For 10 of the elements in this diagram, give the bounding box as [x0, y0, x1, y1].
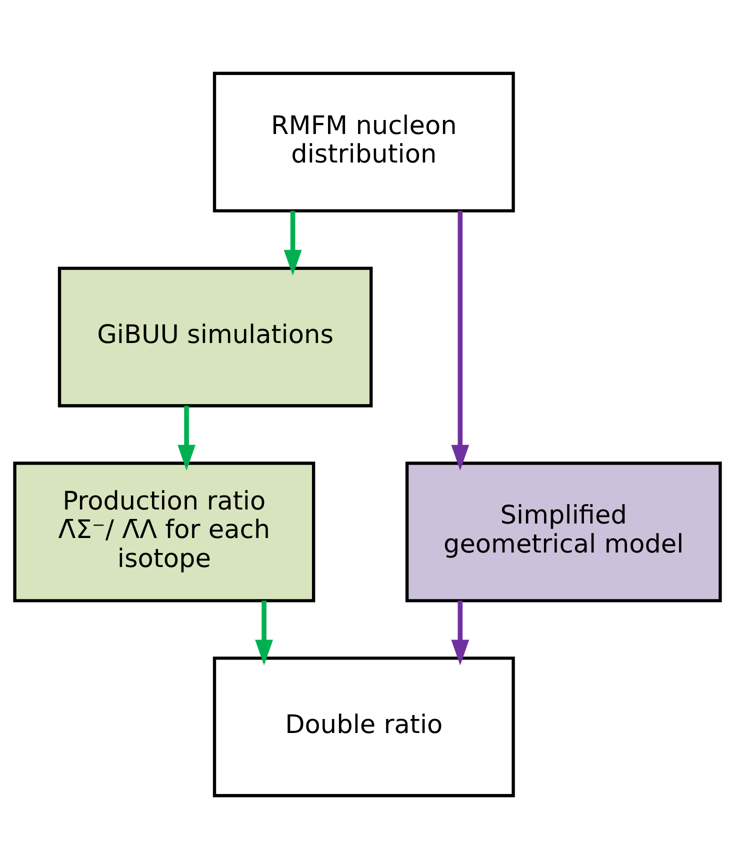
node-box: Simplified geometrical model [405, 461, 722, 602]
arrow [255, 600, 274, 665]
node-box: Production ratio Λ̄Σ⁻/ Λ̄Λ for each isotope [13, 461, 316, 602]
node-box: Double ratio [212, 656, 515, 797]
node-box: RMFM nucleon distribution [212, 71, 515, 212]
arrow [451, 210, 470, 470]
arrow [284, 210, 302, 276]
arrow [178, 405, 196, 470]
arrow [451, 600, 470, 665]
node-box: GiBUU simulations [58, 266, 373, 407]
